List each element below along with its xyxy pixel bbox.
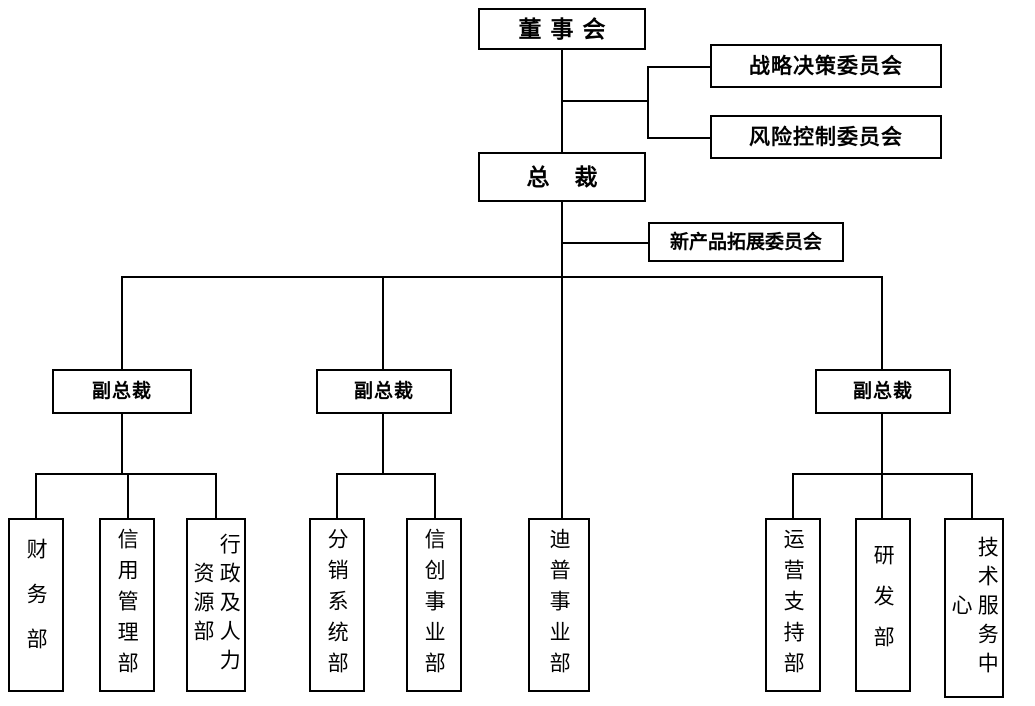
node-dept-distribution-label: 分销系统部 <box>325 527 350 683</box>
node-dept-dptech-label: 迪普事业部 <box>547 527 572 683</box>
connector-to-risk-committee <box>647 137 710 139</box>
connector-drop-rd <box>881 473 883 518</box>
connector-drop-hr <box>215 473 217 518</box>
node-board[interactable]: 董事会 <box>478 8 646 50</box>
connector-drop-distribution <box>336 473 338 518</box>
connector-vp2-bar <box>336 473 436 475</box>
node-dept-hr[interactable]: 行政及人力资源部 <box>186 518 246 692</box>
node-dept-xinchuang-label: 信创事业部 <box>422 527 447 683</box>
node-dept-hr-label: 行政及人力资源部 <box>191 532 242 678</box>
node-risk-committee[interactable]: 风险控制委员会 <box>710 115 942 159</box>
node-dept-distribution[interactable]: 分销系统部 <box>309 518 365 692</box>
node-dept-operations-label: 运营支持部 <box>781 527 806 683</box>
connector-committee-bus <box>647 66 649 138</box>
node-president-label: 总裁 <box>526 164 623 190</box>
connector-drop-xinchuang <box>434 473 436 518</box>
node-dept-credit[interactable]: 信用管理部 <box>99 518 155 692</box>
connector-drop-techservice <box>971 473 973 518</box>
node-vp-2[interactable]: 副总裁 <box>316 369 452 414</box>
node-newproduct-committee[interactable]: 新产品拓展委员会 <box>648 222 844 262</box>
connector-drop-credit <box>127 473 129 518</box>
connector-president-trunk <box>561 202 563 518</box>
node-newproduct-committee-label: 新产品拓展委员会 <box>669 231 822 253</box>
connector-vp1-stem <box>121 414 123 473</box>
connector-board-to-committee-bus <box>561 100 649 102</box>
node-dept-techservice[interactable]: 技术服务中心 <box>944 518 1004 698</box>
node-risk-committee-label: 风险控制委员会 <box>749 124 903 149</box>
node-dept-xinchuang[interactable]: 信创事业部 <box>406 518 462 692</box>
node-strategy-committee[interactable]: 战略决策委员会 <box>710 44 942 88</box>
connector-vp3-stem <box>881 414 883 473</box>
connector-drop-vp3 <box>881 276 883 369</box>
node-vp-2-label: 副总裁 <box>353 381 414 402</box>
node-vp-1[interactable]: 副总裁 <box>52 369 192 414</box>
connector-to-strategy-committee <box>647 66 710 68</box>
node-vp-3-label: 副总裁 <box>852 381 913 402</box>
node-vp-3[interactable]: 副总裁 <box>815 369 951 414</box>
node-dept-dptech[interactable]: 迪普事业部 <box>528 518 590 692</box>
node-dept-techservice-label: 技术服务中心 <box>949 535 1000 681</box>
node-vp-1-label: 副总裁 <box>91 381 152 402</box>
connector-vp2-stem <box>382 414 384 473</box>
connector-vp-distribution-bar <box>121 276 883 278</box>
connector-drop-vp2 <box>382 276 384 369</box>
node-dept-rd-label: 研发部 <box>871 543 896 667</box>
node-strategy-committee-label: 战略决策委员会 <box>749 53 903 78</box>
connector-vp1-bar <box>35 473 217 475</box>
node-dept-finance[interactable]: 财务部 <box>8 518 64 692</box>
node-dept-credit-label: 信用管理部 <box>115 527 140 683</box>
node-board-label: 董事会 <box>518 16 615 42</box>
connector-drop-finance <box>35 473 37 518</box>
connector-drop-operations <box>792 473 794 518</box>
node-dept-rd[interactable]: 研发部 <box>855 518 911 692</box>
connector-to-newproduct-committee <box>561 242 649 244</box>
connector-drop-vp1 <box>121 276 123 369</box>
node-dept-finance-label: 财务部 <box>24 537 49 673</box>
node-dept-operations[interactable]: 运营支持部 <box>765 518 821 692</box>
node-president[interactable]: 总裁 <box>478 152 646 202</box>
